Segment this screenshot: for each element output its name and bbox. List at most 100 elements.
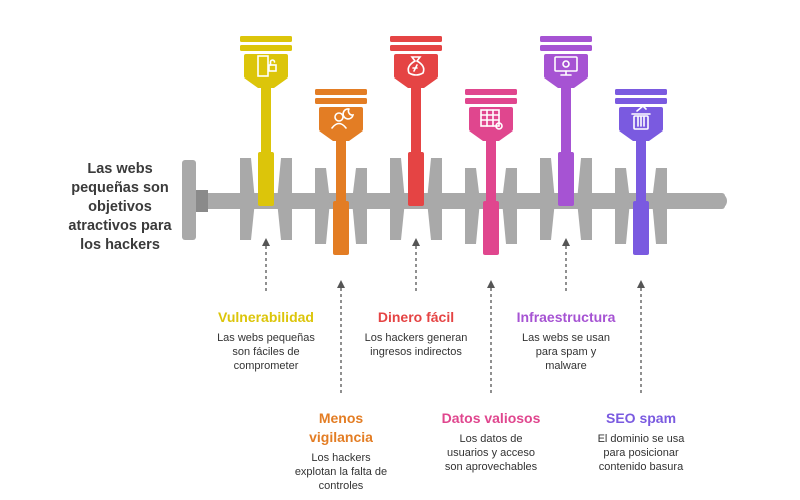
virus-shape <box>562 60 570 68</box>
piston <box>465 89 517 255</box>
crank-web <box>315 168 330 244</box>
piston-rod <box>336 133 346 229</box>
piston-ring <box>240 36 292 42</box>
connector-arrow <box>337 280 345 288</box>
crank-flywheel <box>182 160 196 240</box>
trash-bin-icon <box>631 104 651 130</box>
bin-lines <box>631 113 651 127</box>
bin-shape <box>633 115 649 130</box>
crank-web <box>352 168 367 244</box>
crank-web <box>540 158 555 240</box>
piston-ring <box>315 89 367 95</box>
piston-ring <box>390 45 442 51</box>
label-desc: El dominio se usa para posicionar conten… <box>597 433 685 473</box>
piston-rod <box>636 133 646 229</box>
piston-journal <box>633 201 649 255</box>
label-datos-valiosos: Datos valiosos Los datos de usuarios y a… <box>411 409 571 474</box>
piston-rod <box>486 133 496 229</box>
label-menos-vigilancia: Menos vigilancia Los hackers explotan la… <box>261 409 421 493</box>
piston-ring <box>540 45 592 51</box>
label-dinero-facil: Dinero fácil Los hackers generan ingreso… <box>336 308 496 359</box>
moon-shape <box>342 108 355 120</box>
piston-skirt <box>319 131 363 141</box>
pistons <box>240 36 667 255</box>
body-shape <box>331 122 347 129</box>
piston-rod <box>411 80 421 180</box>
connector-arrow <box>562 238 570 246</box>
lock-shape <box>268 64 277 72</box>
bag-shape <box>407 56 425 76</box>
piston-journal <box>558 152 574 206</box>
connector-arrow <box>412 238 420 246</box>
crank-web <box>652 168 667 244</box>
connectors <box>262 238 645 393</box>
crank-web <box>502 168 517 244</box>
piston <box>240 36 292 206</box>
connector-arrow <box>487 280 495 288</box>
label-vulnerabilidad: Vulnerabilidad Las webs pequeñas son fác… <box>186 308 346 373</box>
money-bag-icon <box>407 56 425 76</box>
piston-skirt <box>544 78 588 88</box>
crank-web <box>615 168 630 244</box>
gear-shape <box>495 122 503 130</box>
label-title: Dinero fácil <box>377 309 455 325</box>
currency-shape <box>412 64 418 72</box>
connector-arrow <box>262 238 270 246</box>
piston-rod <box>261 80 271 180</box>
lid-shape <box>636 104 647 112</box>
piston-head <box>244 54 288 78</box>
head-shape <box>334 112 344 122</box>
piston-ring <box>465 98 517 104</box>
label-title: SEO spam <box>605 410 677 426</box>
piston-ring <box>615 98 667 104</box>
label-desc: Las webs pequeñas son fáciles de comprom… <box>217 332 315 372</box>
lock-shackle <box>269 59 276 66</box>
table-shape <box>480 109 500 127</box>
label-title: Vulnerabilidad <box>218 309 314 325</box>
piston <box>540 36 592 206</box>
piston-ring <box>315 98 367 104</box>
piston-ring <box>240 45 292 51</box>
piston-journal <box>258 152 274 206</box>
crank-web <box>390 158 405 240</box>
unlocked-door-icon <box>257 55 277 77</box>
crank-web <box>465 168 480 244</box>
piston-ring <box>390 36 442 42</box>
label-desc: Los hackers generan ingresos indirectos <box>364 332 468 358</box>
piston-skirt <box>619 131 663 141</box>
stand-shape <box>560 70 572 76</box>
label-title: Infraestructura <box>516 309 616 325</box>
piston <box>390 36 442 206</box>
piston-ring <box>540 36 592 42</box>
piston <box>315 89 367 255</box>
label-seo-spam: SEO spam El dominio se usa para posicion… <box>561 409 721 474</box>
crank-web <box>240 158 255 240</box>
crank-web <box>427 158 442 240</box>
label-infraestructura: Infraestructura Las webs se usan para sp… <box>486 308 646 373</box>
crank-web <box>277 158 292 240</box>
piston-journal <box>408 152 424 206</box>
piston-rod <box>561 80 571 180</box>
connector-arrow <box>637 280 645 288</box>
crank-end <box>711 193 727 209</box>
label-desc: Las webs se usan para spam y malware <box>521 332 611 372</box>
crankshaft <box>182 158 727 244</box>
door-shape <box>257 55 269 77</box>
person-night-icon <box>331 108 355 129</box>
infected-monitor-icon <box>554 56 578 76</box>
grid-shape <box>480 109 500 127</box>
label-desc: Los datos de usuarios y acceso son aprov… <box>444 433 538 473</box>
piston-ring <box>615 89 667 95</box>
crank-web <box>577 158 592 240</box>
piston-skirt <box>469 131 513 141</box>
piston <box>615 89 667 255</box>
piston-skirt <box>244 78 288 88</box>
label-title: Menos vigilancia <box>309 410 373 445</box>
piston-head <box>319 107 363 131</box>
crank-hub <box>196 190 208 212</box>
piston-ring <box>465 89 517 95</box>
label-desc: Los hackers explotan la falta de control… <box>294 452 388 492</box>
data-table-icon <box>480 109 503 130</box>
piston-journal <box>333 201 349 255</box>
